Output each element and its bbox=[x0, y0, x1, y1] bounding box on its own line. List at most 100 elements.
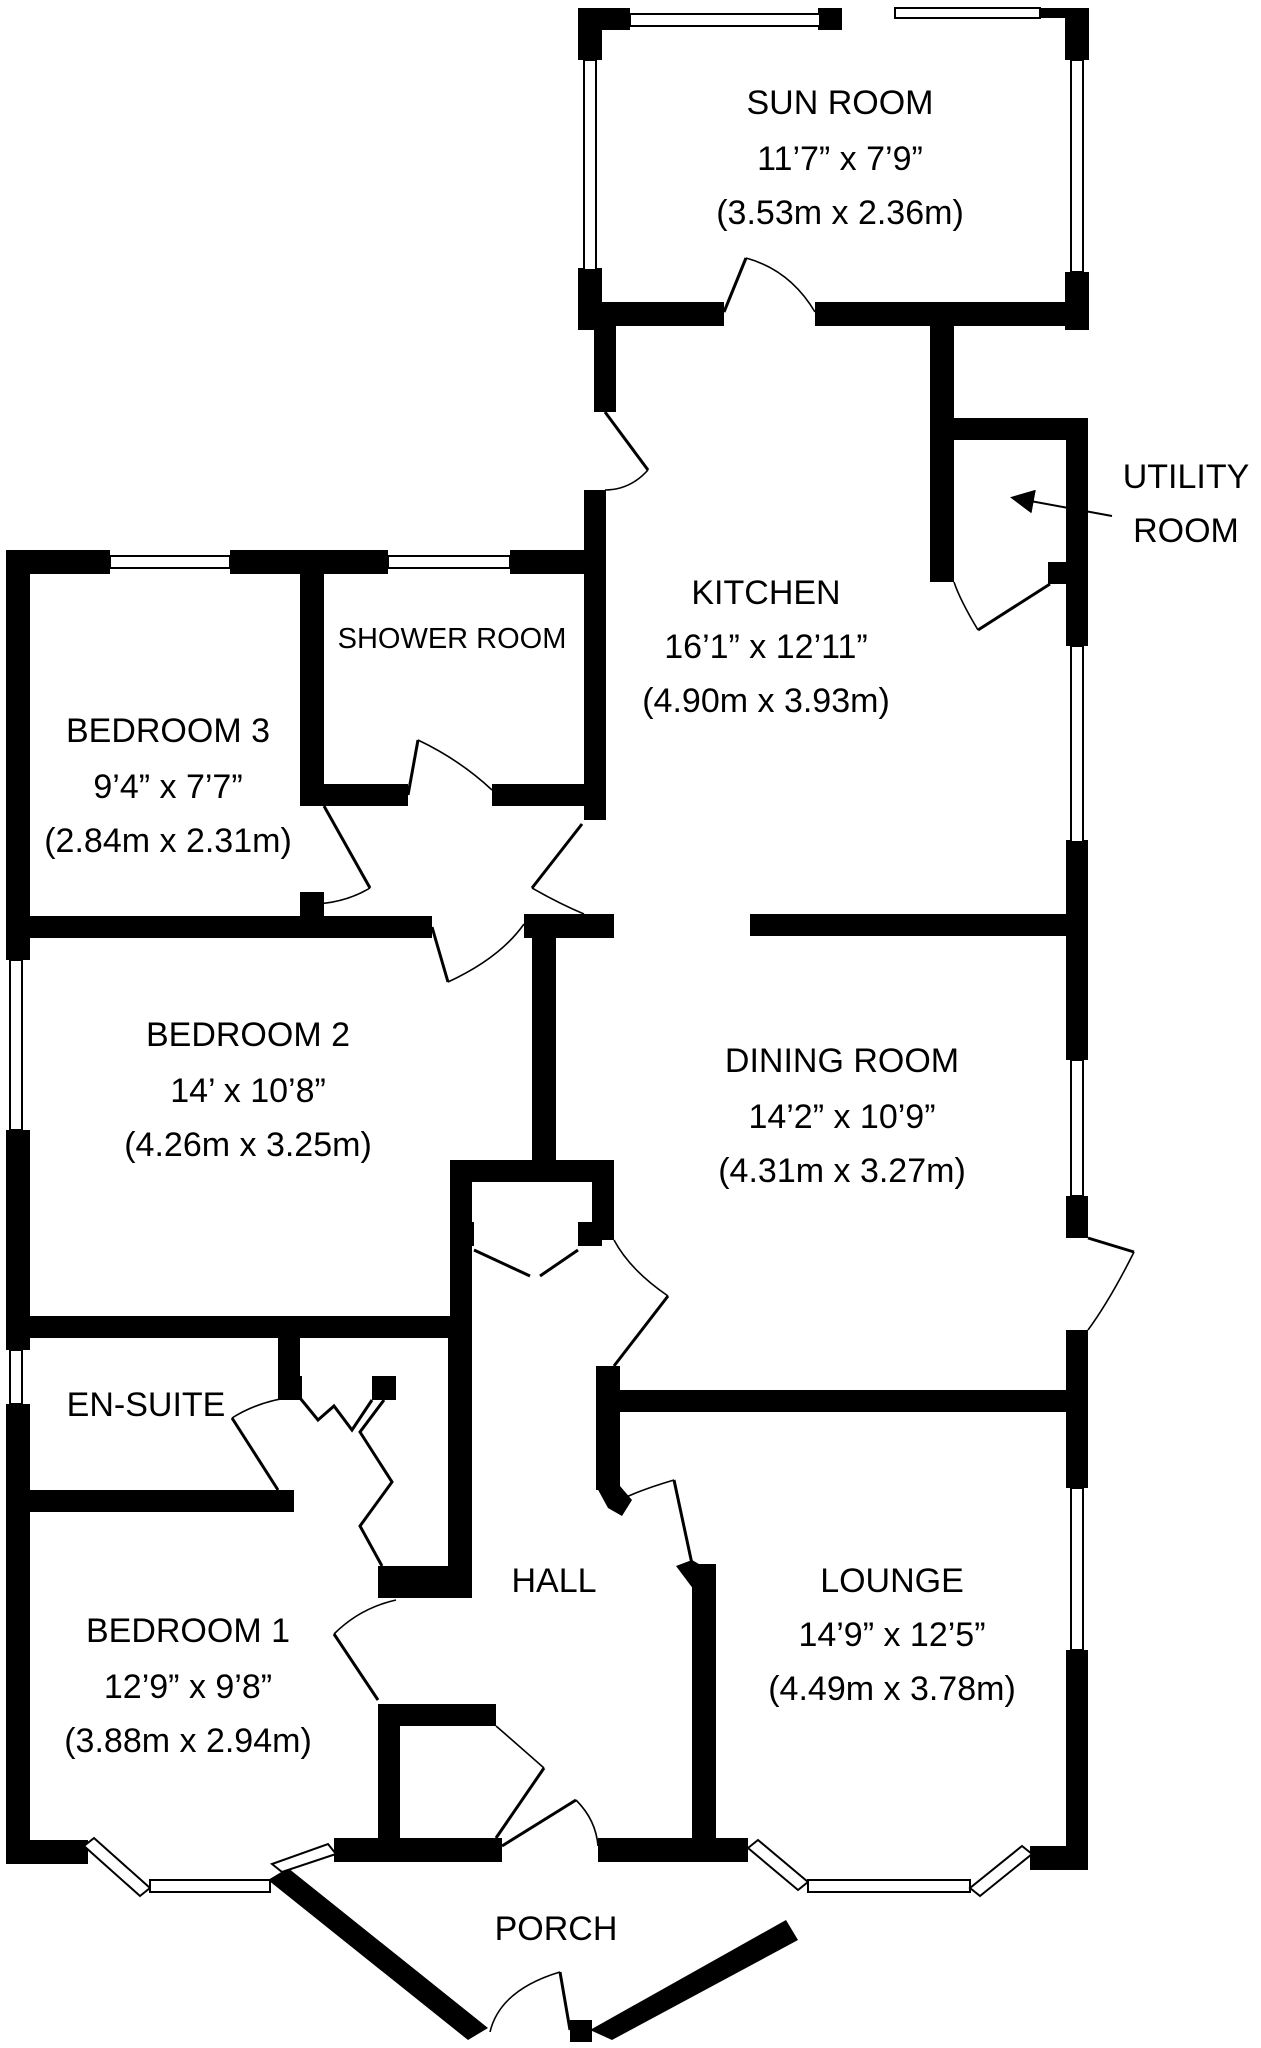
wall bbox=[1066, 418, 1088, 646]
door-swing bbox=[231, 1395, 301, 1419]
sun-room-metric: (3.53m x 2.36m) bbox=[716, 194, 964, 232]
door bbox=[603, 411, 650, 471]
room-labels: SUN ROOM 11’7” x 7’9” (3.53m x 2.36m) UT… bbox=[44, 84, 1249, 1948]
door bbox=[494, 1767, 546, 1839]
wall bbox=[6, 1130, 30, 1350]
door bbox=[358, 1399, 394, 1567]
door-swing bbox=[447, 923, 525, 983]
door bbox=[322, 805, 372, 889]
window bbox=[583, 59, 597, 271]
door-swing bbox=[333, 1599, 397, 1635]
window bbox=[9, 1349, 23, 1405]
wall bbox=[450, 1160, 614, 1182]
door-swing bbox=[1087, 1251, 1135, 1331]
wall bbox=[510, 550, 606, 574]
wall bbox=[450, 1222, 474, 1246]
window bbox=[1070, 1487, 1084, 1651]
wall bbox=[6, 1404, 30, 1864]
bedroom-3-imperial: 9’4” x 7’7” bbox=[93, 768, 242, 806]
bedroom-2-imperial: 14’ x 10’8” bbox=[170, 1072, 326, 1110]
bedroom-2-metric: (4.26m x 3.25m) bbox=[124, 1126, 372, 1164]
door bbox=[530, 823, 584, 889]
door-swing bbox=[489, 1971, 561, 2033]
sun-room-name: SUN ROOM bbox=[747, 84, 934, 122]
window bbox=[1070, 59, 1084, 273]
window bbox=[82, 1836, 152, 1898]
door-swing bbox=[604, 469, 649, 491]
wall bbox=[570, 2020, 592, 2042]
window bbox=[807, 1879, 971, 1893]
door bbox=[430, 926, 450, 983]
wall bbox=[492, 784, 598, 806]
wall bbox=[930, 322, 954, 582]
door bbox=[539, 1248, 579, 1278]
lounge-imperial: 14’9” x 12’5” bbox=[798, 1616, 985, 1654]
window bbox=[9, 959, 23, 1131]
door bbox=[230, 1417, 280, 1491]
wall bbox=[448, 1316, 472, 1598]
wall bbox=[614, 1390, 1086, 1412]
wall bbox=[300, 892, 324, 918]
door-swing bbox=[299, 887, 371, 905]
windows bbox=[9, 7, 1084, 1898]
wall bbox=[584, 490, 606, 820]
wall bbox=[750, 914, 1086, 936]
door-swing bbox=[575, 1799, 599, 1847]
door bbox=[612, 1295, 670, 1367]
wall bbox=[300, 550, 324, 800]
wall bbox=[6, 550, 30, 960]
wall bbox=[6, 1316, 472, 1338]
door bbox=[332, 1633, 380, 1701]
window bbox=[387, 555, 511, 569]
window bbox=[629, 13, 821, 27]
window bbox=[894, 7, 1041, 19]
utility-room-label-line2: ROOM bbox=[1133, 512, 1239, 550]
dining-room-metric: (4.31m x 3.27m) bbox=[718, 1152, 966, 1190]
wall bbox=[594, 322, 616, 412]
wall bbox=[1066, 1650, 1088, 1870]
wall bbox=[598, 1838, 748, 1862]
kitchen-imperial: 16’1” x 12’11” bbox=[664, 628, 868, 666]
window bbox=[1070, 1059, 1084, 1197]
bedroom-2-name: BEDROOM 2 bbox=[146, 1016, 350, 1054]
window bbox=[149, 1879, 271, 1893]
wall bbox=[6, 1840, 88, 1864]
kitchen-name: KITCHEN bbox=[691, 574, 840, 612]
window bbox=[746, 1838, 810, 1892]
window bbox=[269, 1842, 338, 1874]
wall bbox=[1066, 840, 1088, 1060]
en-suite-name: EN-SUITE bbox=[67, 1386, 226, 1424]
utility-pointer-arrow bbox=[1010, 489, 1113, 517]
door-swing bbox=[495, 1725, 545, 1769]
dining-room-imperial: 14’2” x 10’9” bbox=[748, 1098, 935, 1136]
doors bbox=[230, 257, 1135, 2033]
wall bbox=[532, 914, 556, 1164]
wall bbox=[1040, 8, 1089, 18]
wall bbox=[28, 1490, 294, 1512]
lounge-metric: (4.49m x 3.78m) bbox=[768, 1670, 1016, 1708]
wall bbox=[268, 1868, 488, 2040]
shower-room-name: SHOWER ROOM bbox=[338, 623, 567, 655]
bedroom-1-imperial: 12’9” x 9’8” bbox=[104, 1668, 272, 1706]
wall bbox=[6, 916, 432, 938]
door-swing bbox=[953, 581, 979, 631]
door bbox=[501, 1798, 577, 1848]
wall bbox=[596, 1486, 632, 1516]
window bbox=[1070, 645, 1084, 843]
wall bbox=[930, 418, 1088, 440]
wall bbox=[578, 1222, 602, 1246]
door bbox=[977, 582, 1051, 632]
wall bbox=[592, 1160, 614, 1240]
door-swing bbox=[613, 1239, 669, 1297]
wall bbox=[334, 1838, 502, 1862]
door-swing bbox=[619, 1479, 675, 1501]
bedroom-1-name: BEDROOM 1 bbox=[86, 1612, 290, 1650]
wall bbox=[692, 1564, 716, 1858]
bedroom-3-name: BEDROOM 3 bbox=[66, 712, 270, 750]
wall bbox=[596, 1366, 620, 1490]
lounge-name: LOUNGE bbox=[820, 1562, 964, 1600]
door-swing bbox=[745, 257, 816, 313]
wall bbox=[818, 8, 842, 30]
kitchen-metric: (4.90m x 3.93m) bbox=[642, 682, 890, 720]
